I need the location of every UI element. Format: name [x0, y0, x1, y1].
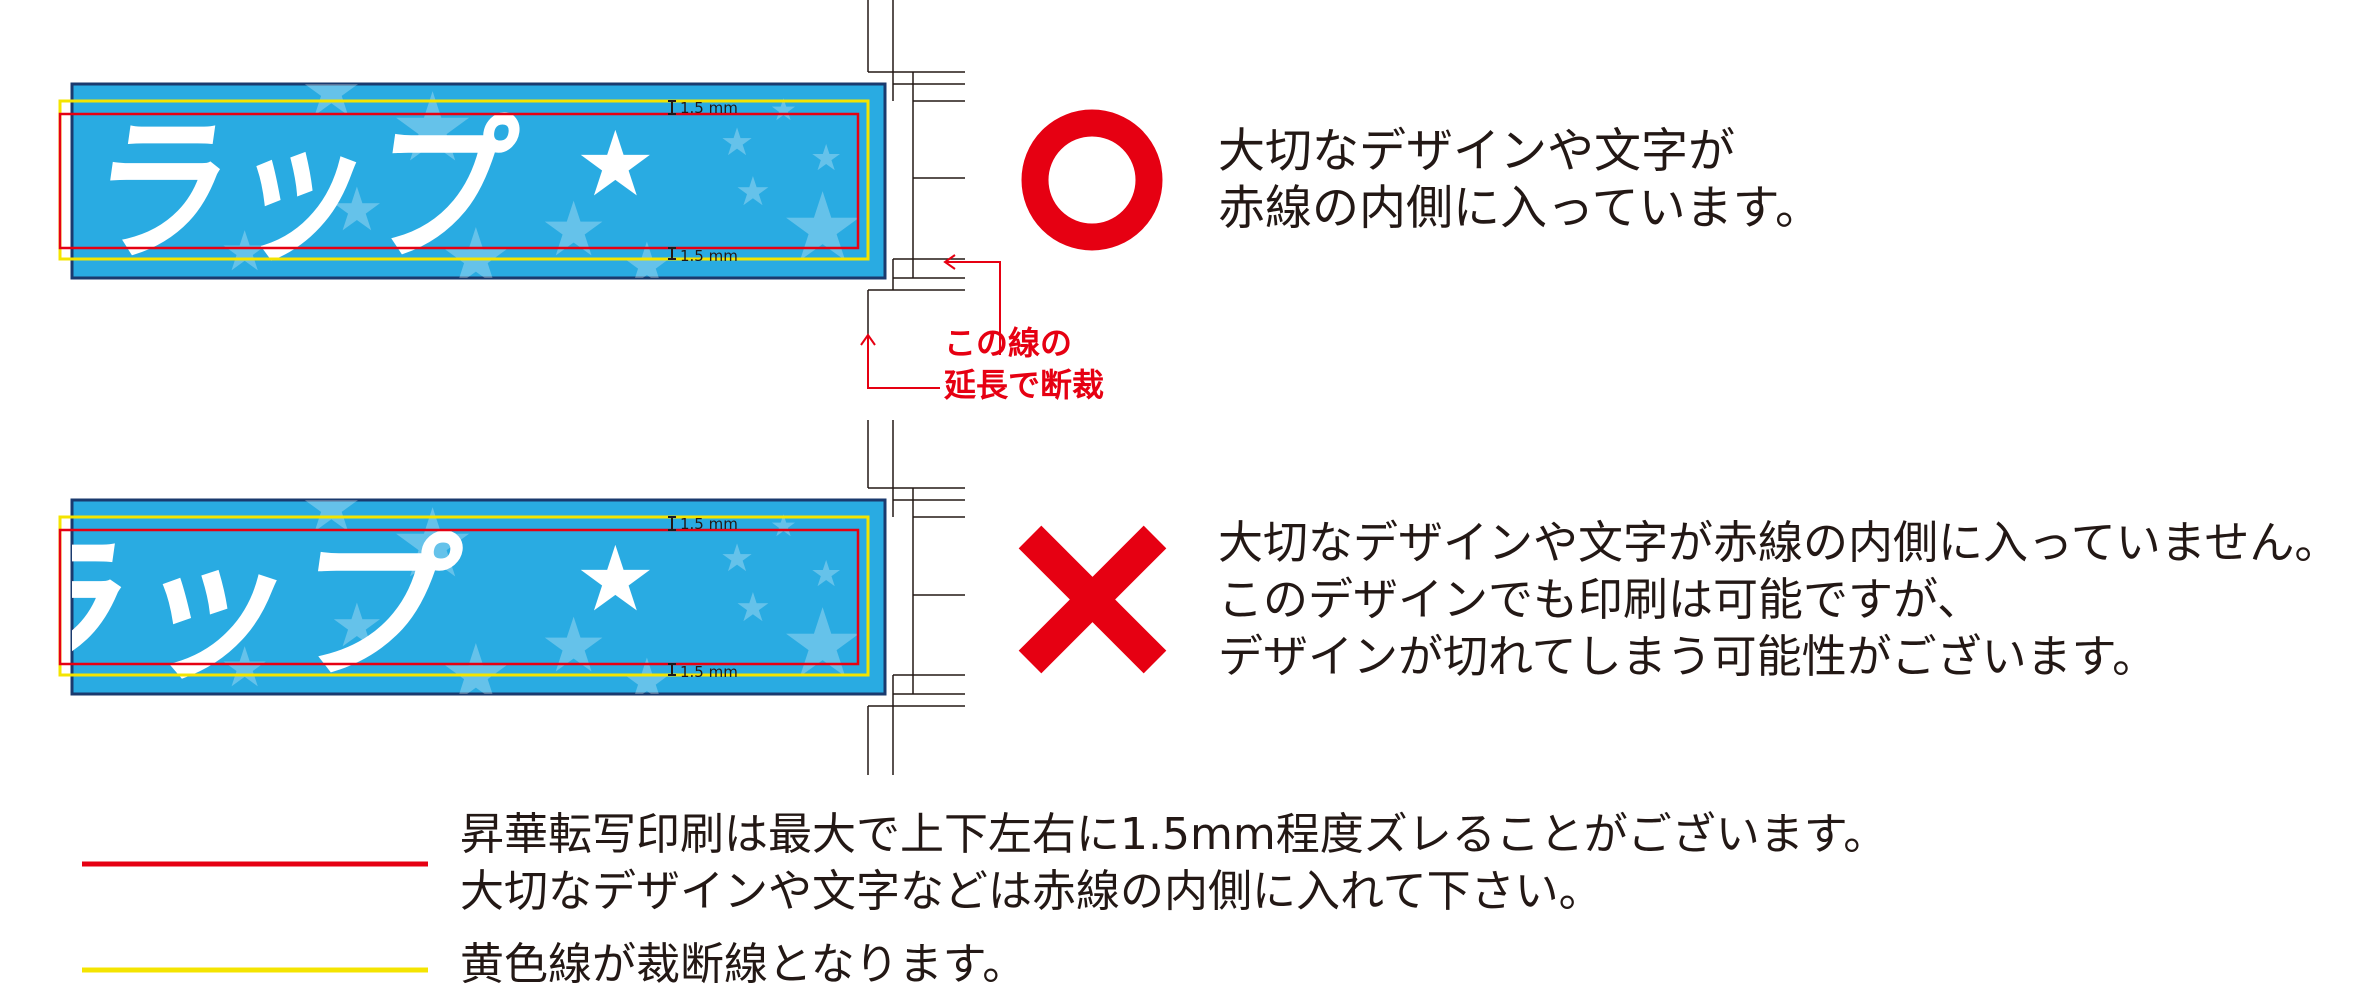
- margin-marker-top: [668, 516, 676, 531]
- banner-star-icon: ★: [575, 112, 656, 217]
- margin-marker-bottom: [668, 247, 676, 260]
- svg-text:★: ★: [735, 585, 771, 631]
- crop-marks-bottom-banner: [867, 420, 965, 775]
- banner-background: [70, 498, 887, 696]
- ok-circle-icon: [1021, 109, 1163, 251]
- caption-line: 大切なデザインや文字が: [1218, 124, 1735, 179]
- safe-line-red: [58, 528, 860, 666]
- svg-text:★: ★: [440, 211, 512, 304]
- safe-line-red: [58, 112, 860, 250]
- margin-label-bottom: 1.5 mm: [680, 663, 738, 681]
- legend-yellow-description: 黄色線が裁断線となります。: [460, 936, 1026, 993]
- svg-text:★: ★: [330, 175, 384, 245]
- caption-line: このデザインでも印刷は可能ですが、: [1218, 573, 1983, 626]
- svg-text:★: ★: [770, 93, 797, 128]
- svg-text:★: ★: [780, 173, 865, 283]
- legend-red-description: 昇華転写印刷は最大で上下左右に1.5mm程度ズレることがございます。 大切なデザ…: [460, 806, 1887, 920]
- svg-text:★: ★: [770, 509, 797, 544]
- banner-star-icon: ★: [575, 527, 656, 632]
- legend-line: 大切なデザインや文字などは赤線の内側に入れて下さい。: [460, 866, 1603, 917]
- caption-line: 大切なデザインや文字が赤線の内側に入っていません。: [1218, 516, 2340, 569]
- svg-text:★: ★: [720, 120, 754, 164]
- svg-text:★: ★: [620, 230, 674, 300]
- banner-logo-text: ラップ: [78, 101, 524, 284]
- banner-bad-example: ★ ★ ★ ★ ★ ★ ★ ★ ★ ★ ★ ★ ラップ ★ 1.5 mm: [58, 466, 887, 720]
- svg-text:★: ★: [330, 591, 384, 661]
- banner-background: [70, 82, 887, 280]
- margin-label-top: 1.5 mm: [680, 515, 738, 533]
- svg-text:★: ★: [620, 646, 674, 716]
- banner-good-example: ★ ★ ★ ★ ★ ★ ★ ★ ★ ★ ★ ★ ラップ ★ 1.5 mm: [58, 50, 887, 304]
- good-example-caption: 大切なデザインや文字が 赤線の内側に入っています。: [1218, 123, 1822, 237]
- margin-marker-top: [668, 100, 676, 115]
- ng-cross-icon: [1018, 525, 1167, 674]
- legend-line: 黄色線が裁断線となります。: [460, 939, 1027, 990]
- svg-text:★: ★: [440, 627, 512, 720]
- svg-text:★: ★: [720, 536, 754, 580]
- trim-note-line: 延長で断裁: [944, 366, 1105, 404]
- trim-note-line: この線の: [944, 324, 1073, 362]
- svg-text:★: ★: [810, 138, 842, 179]
- svg-text:★: ★: [300, 50, 363, 132]
- margin-marker-bottom: [668, 663, 676, 676]
- caption-line: 赤線の内側に入っています。: [1218, 181, 1822, 236]
- svg-text:★: ★: [300, 466, 363, 548]
- caption-line: デザインが切れてしまう可能性がございます。: [1218, 630, 2158, 683]
- svg-text:★: ★: [810, 554, 842, 595]
- trim-note: この線の 延長で断裁: [944, 322, 1104, 406]
- svg-text:★: ★: [780, 589, 865, 699]
- margin-label-bottom: 1.5 mm: [680, 247, 738, 265]
- trim-arrows: [860, 254, 1001, 389]
- svg-text:★: ★: [735, 169, 771, 215]
- bad-example-caption: 大切なデザインや文字が赤線の内側に入っていません。 このデザインでも印刷は可能で…: [1218, 514, 2339, 685]
- margin-label-top: 1.5 mm: [680, 99, 738, 117]
- legend-line: 昇華転写印刷は最大で上下左右に1.5mm程度ズレることがございます。: [460, 809, 1888, 860]
